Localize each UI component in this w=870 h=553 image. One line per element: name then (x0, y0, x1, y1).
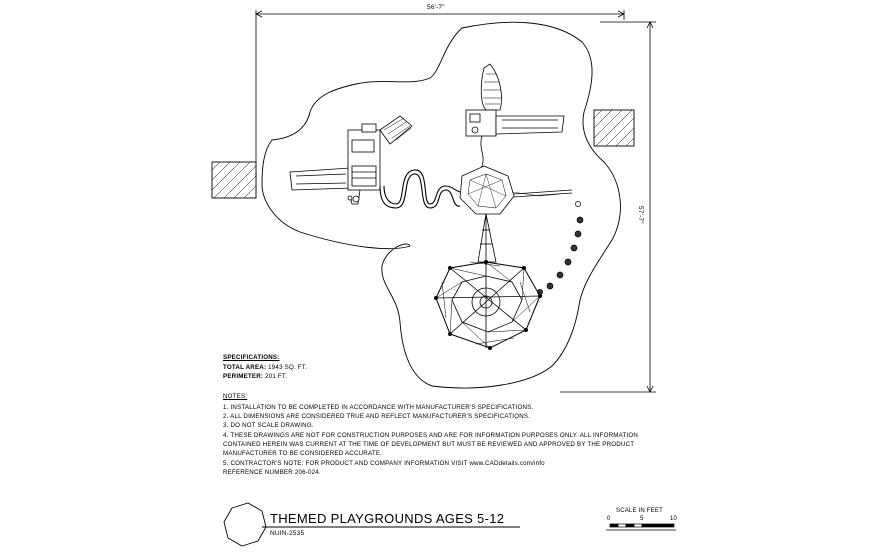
scale-bar (606, 523, 676, 531)
note-line: 5. CONTRACTOR'S NOTE: FOR PRODUCT AND CO… (223, 460, 545, 467)
specifications-heading: SPECIFICATIONS: (223, 354, 280, 361)
notes-heading: NOTES: (223, 393, 248, 400)
scale-tick-10: 10 (670, 516, 678, 522)
note-line: 4. THESE DRAWINGS ARE NOT FOR CONSTRUCTI… (223, 432, 639, 439)
drawing-code: NUIN-2535 (270, 530, 305, 537)
spider-net-climber (434, 213, 542, 350)
title-octagon-logo (223, 502, 267, 547)
perimeter-value: 201 FT. (265, 373, 288, 380)
access-pad-right (593, 109, 635, 147)
height-dimension-label: 57'-7" (637, 206, 644, 224)
right-play-structure (465, 63, 565, 179)
drawing-title: THEMED PLAYGROUNDS AGES 5-12 (270, 511, 505, 526)
height-dimension (560, 21, 656, 393)
climbing-bridge (379, 173, 461, 209)
total-area-value: 1943 SQ. FT. (268, 364, 307, 371)
perimeter-row: PERIMETER: 201 FT. (223, 373, 288, 380)
note-line: MANUFACTURER TO BE CONSIDERED ACCURATE. (223, 450, 383, 457)
note-line: CONTAINED HEREIN WAS CURRENT AT THE TIME… (223, 441, 635, 448)
scale-tick-5: 5 (640, 516, 644, 522)
left-play-structure (289, 115, 413, 205)
note-line: REFERENCE NUMBER 206-024. (223, 469, 321, 476)
octagon-net-climber (459, 165, 573, 215)
scale-tick-0: 0 (607, 516, 611, 522)
note-line: 2. ALL DIMENSIONS ARE CONSIDERED TRUE AN… (223, 413, 531, 420)
note-line: 1. INSTALLATION TO BE COMPLETED IN ACCOR… (223, 404, 534, 411)
safety-zone-boundary (261, 21, 621, 389)
scale-label: SCALE IN FEET (616, 508, 663, 514)
width-dimension (255, 10, 625, 190)
note-line: 3. DO NOT SCALE DRAWING. (223, 422, 314, 429)
total-area-label: TOTAL AREA: (223, 364, 267, 371)
access-pad-left (211, 161, 257, 199)
total-area-row: TOTAL AREA: 1943 SQ. FT. (223, 364, 307, 371)
width-dimension-label: 56'-7" (427, 4, 445, 11)
stepping-pods (537, 201, 584, 295)
perimeter-label: PERIMETER: (223, 373, 264, 380)
